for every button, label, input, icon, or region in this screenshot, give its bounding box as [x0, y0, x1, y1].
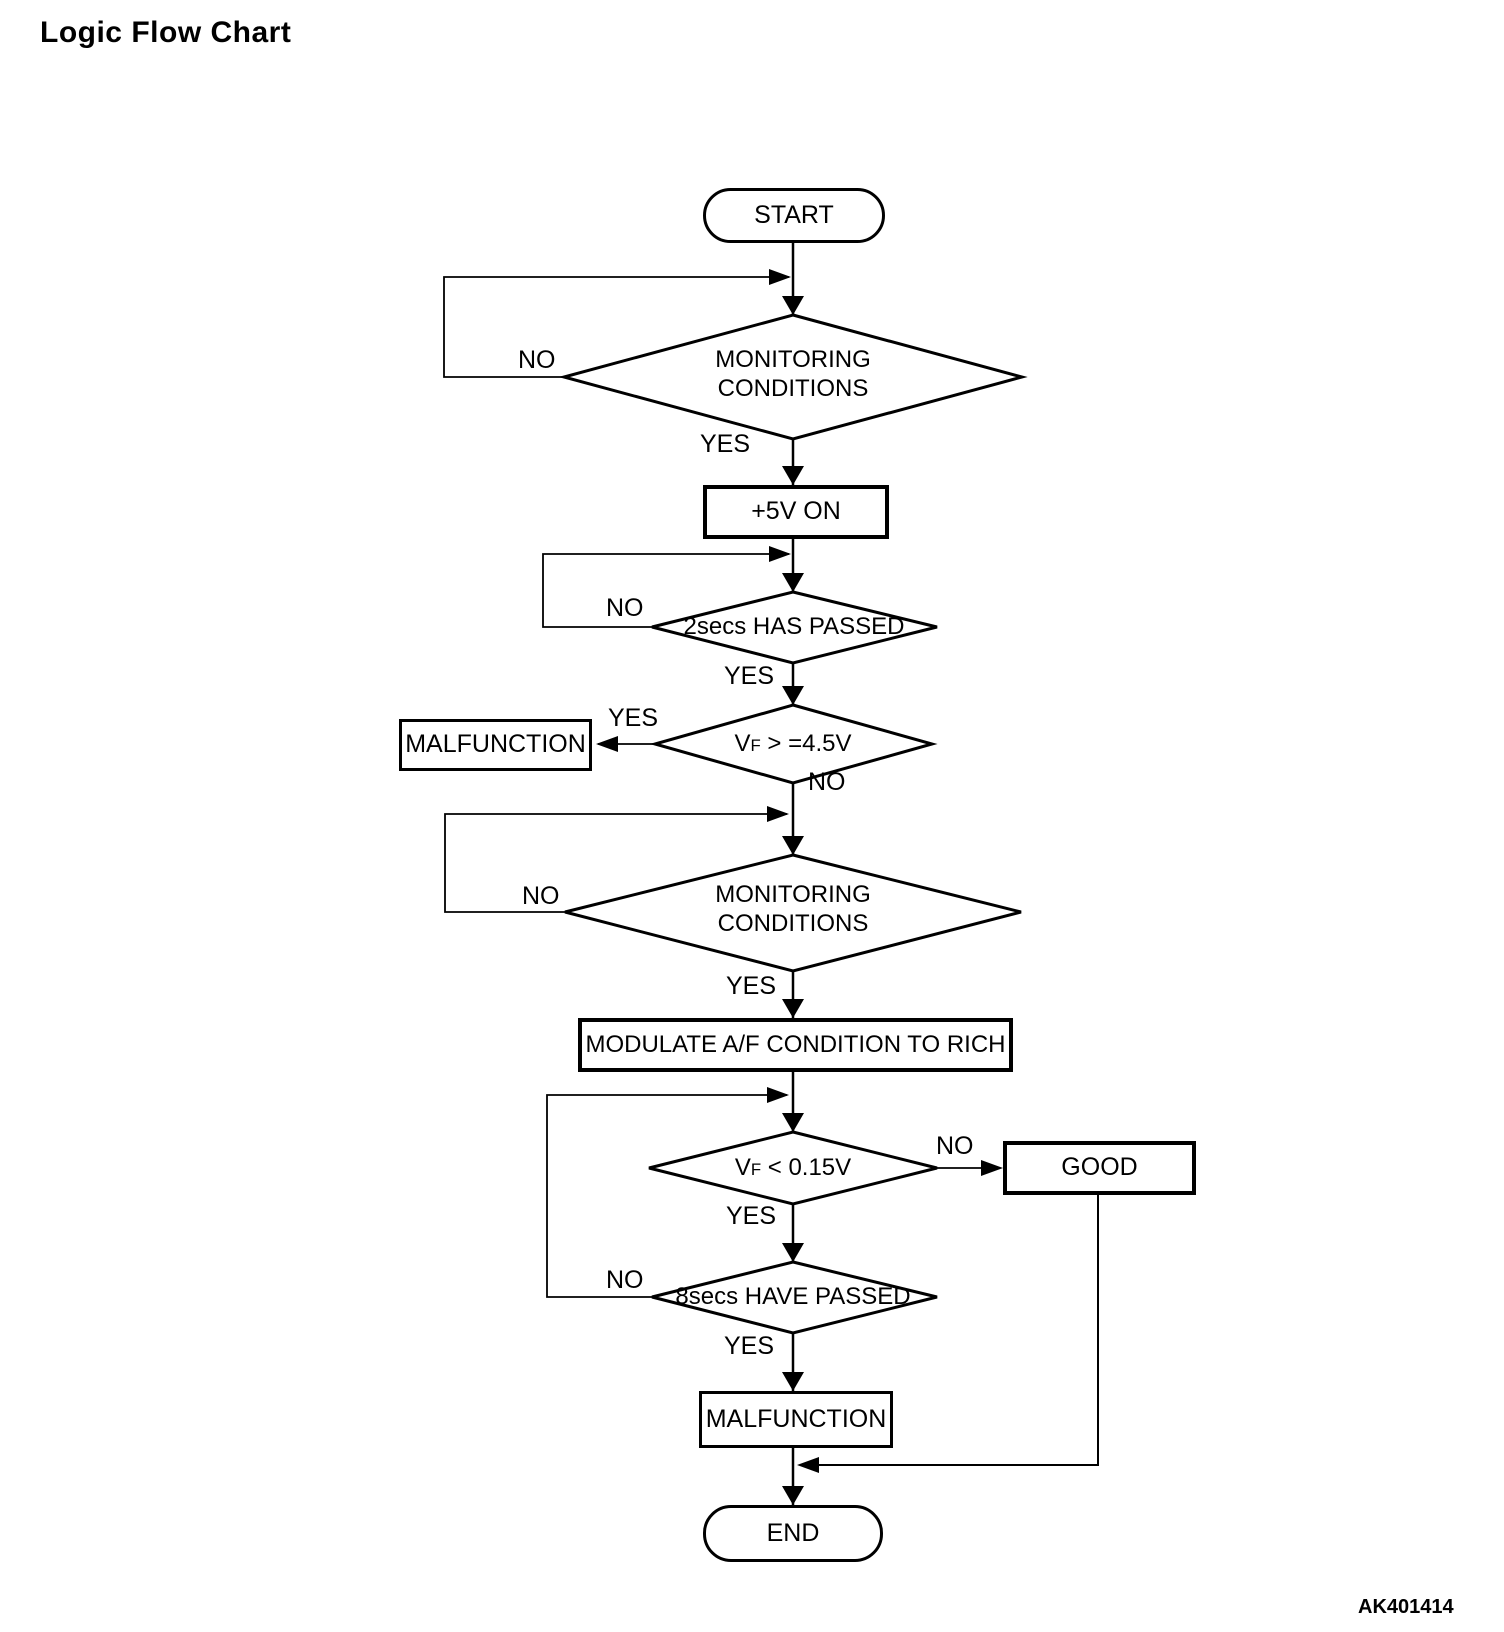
arrowhead-right-loop-monitoring1 — [769, 269, 791, 285]
label-monitoring1-no: NO — [518, 346, 556, 374]
arrowhead-right-loop-2secs — [769, 546, 791, 562]
arrowhead-down-into-end — [782, 1486, 804, 1505]
vf45-symbol: V — [734, 730, 751, 757]
label-vf45-no: NO — [808, 768, 846, 796]
loop-8secs-no — [546, 1094, 787, 1298]
arrowhead-right-loop-8secs — [767, 1087, 789, 1103]
vf015-subscript: F — [750, 1160, 762, 1179]
decision-label-8secs-have-passed: 8secs HAVE PASSED — [675, 1283, 911, 1310]
decision-label-monitoring-conditions-1: MONITORING CONDITIONS — [715, 346, 871, 403]
vf45-condition: > =4.5V — [760, 730, 852, 757]
decision-2secs-has-passed — [651, 590, 938, 665]
label-vf015-yes: YES — [726, 1202, 777, 1230]
vf015-condition: < 0.15V — [761, 1154, 852, 1181]
arrowhead-down-into-plus5v — [782, 466, 804, 485]
arrowhead-down-into-modulate — [782, 999, 804, 1018]
vf015-symbol: V — [734, 1154, 751, 1181]
decision-vf-lt-0-15v — [648, 1130, 938, 1206]
arrowhead-down-into-2secs — [782, 573, 804, 592]
decision-label-vf-ge-4-5v: VF > =4.5V — [643, 729, 943, 758]
arrowhead-right-into-good — [981, 1160, 1003, 1176]
vf45-subscript: F — [750, 736, 761, 755]
label-2secs-yes: YES — [724, 662, 775, 690]
arrowhead-left-into-malfunction1 — [596, 736, 618, 752]
figure-code: AK401414 — [1358, 1596, 1454, 1618]
page-title: Logic Flow Chart — [40, 16, 292, 49]
arrowhead-down-into-8secs — [782, 1243, 804, 1262]
label-vf45-yes: YES — [608, 704, 659, 732]
start-node: START — [703, 188, 885, 243]
decision-diamonds — [558, 313, 1028, 1335]
process-malfunction-1: MALFUNCTION — [399, 719, 592, 771]
end-node: END — [703, 1505, 883, 1562]
branch-lines — [443, 276, 999, 1298]
decision-label-2secs-has-passed: 2secs HAS PASSED — [683, 613, 905, 640]
label-monitoring2-yes: YES — [726, 972, 777, 1000]
decision-monitoring-conditions-2 — [564, 853, 1022, 973]
decision-monitoring-conditions-1 — [558, 313, 1028, 441]
decision-vf-ge-4-5v — [649, 703, 938, 785]
arrowhead-left-good-return — [797, 1457, 819, 1473]
decision-label-monitoring-conditions-2: MONITORING CONDITIONS — [715, 881, 871, 938]
label-monitoring1-yes: YES — [700, 430, 751, 458]
process-malfunction-2: MALFUNCTION — [699, 1391, 893, 1448]
loop-monitoring2-no — [444, 813, 787, 913]
process-good: GOOD — [1003, 1141, 1196, 1195]
decision-8secs-have-passed — [651, 1260, 938, 1335]
label-8secs-no: NO — [606, 1266, 644, 1294]
arrowheads — [596, 269, 1003, 1505]
arrowhead-down-into-vf015 — [782, 1113, 804, 1132]
decision-label-vf-lt-0-15v: VF < 0.15V — [643, 1153, 943, 1182]
loop-monitoring1-no — [443, 276, 789, 378]
label-vf015-no: NO — [936, 1132, 974, 1160]
loop-2secs-no — [542, 553, 789, 628]
arrowhead-right-loop-monitoring2 — [767, 806, 789, 822]
arrowhead-down-into-malfunction2 — [782, 1372, 804, 1391]
arrowhead-down-into-monitoring2 — [782, 836, 804, 855]
label-monitoring2-no: NO — [522, 882, 560, 910]
connector-good-to-end — [801, 1195, 1099, 1466]
arrowhead-down-into-vf45 — [782, 686, 804, 705]
label-8secs-yes: YES — [724, 1332, 775, 1360]
label-2secs-no: NO — [606, 594, 644, 622]
process-modulate-af-condition-to-rich: MODULATE A/F CONDITION TO RICH — [578, 1018, 1013, 1072]
arrowhead-down-into-monitoring1 — [782, 296, 804, 315]
process-plus-5v-on: +5V ON — [703, 485, 889, 539]
